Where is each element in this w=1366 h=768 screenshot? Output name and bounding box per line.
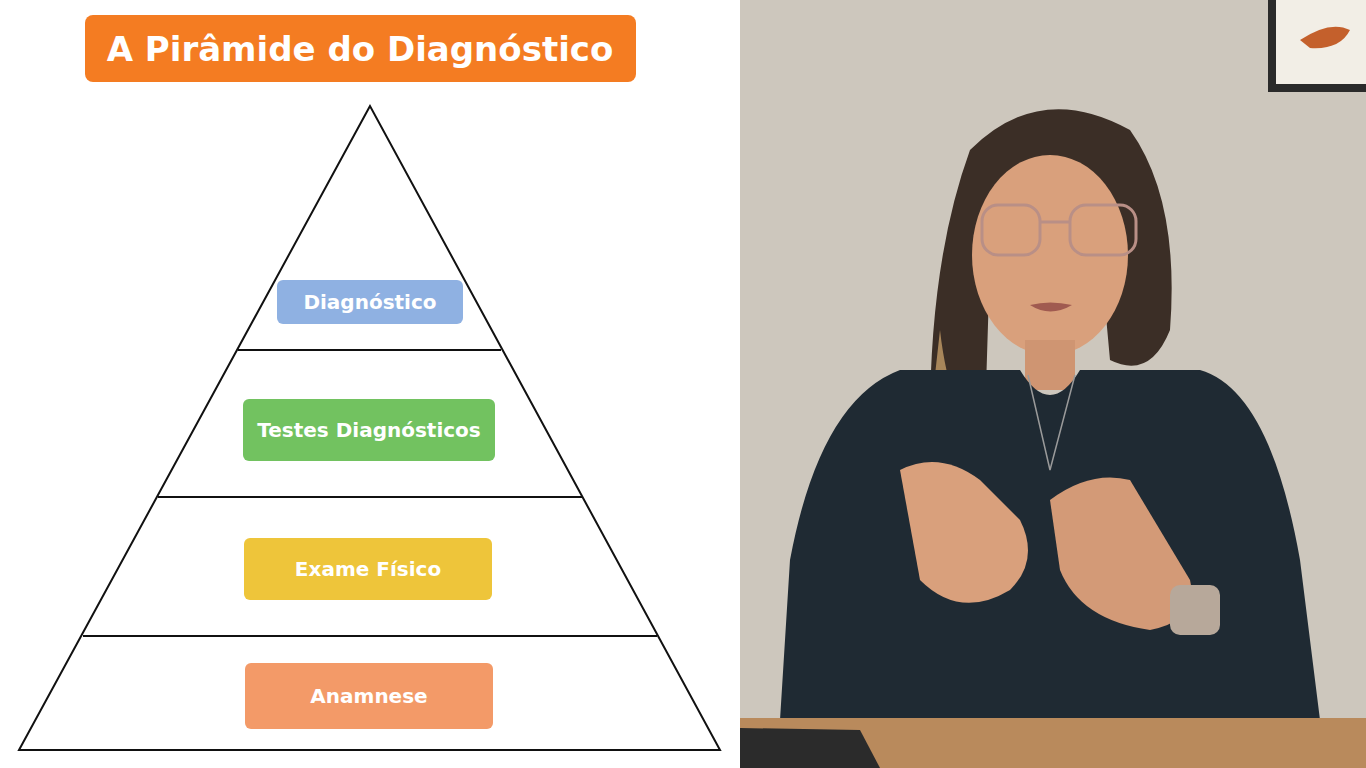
- picture: [1276, 0, 1366, 84]
- watch: [1170, 585, 1220, 635]
- mouth: [1030, 303, 1072, 312]
- level-label: Exame Físico: [295, 557, 441, 581]
- level-label: Diagnóstico: [303, 290, 436, 314]
- level-box: Anamnese: [245, 663, 493, 729]
- wall: [740, 0, 1366, 768]
- shirt: [780, 370, 1320, 720]
- necklace: [1028, 375, 1075, 470]
- level-box: Testes Diagnósticos: [243, 399, 495, 461]
- picture-frame: [1268, 0, 1366, 92]
- level-box: Exame Físico: [244, 538, 492, 600]
- table: [740, 718, 1366, 768]
- glasses: [982, 205, 1136, 255]
- left-hand: [900, 462, 1028, 603]
- title-text: A Pirâmide do Diagnóstico: [107, 29, 614, 69]
- band-divider: [238, 349, 501, 351]
- laptop: [740, 728, 880, 768]
- band-divider: [83, 635, 657, 637]
- slide-ground: [0, 0, 740, 768]
- pyramid: [19, 106, 720, 750]
- video-frame: [740, 0, 1366, 768]
- band-divider: [158, 496, 582, 498]
- level-label: Anamnese: [310, 684, 427, 708]
- level-box: Diagnóstico: [277, 280, 463, 324]
- pyramid-outline: [19, 106, 720, 750]
- level-label: Testes Diagnósticos: [257, 418, 481, 442]
- neck: [1025, 340, 1075, 390]
- title-box: A Pirâmide do Diagnóstico: [85, 15, 636, 82]
- picture-art: [1300, 27, 1350, 49]
